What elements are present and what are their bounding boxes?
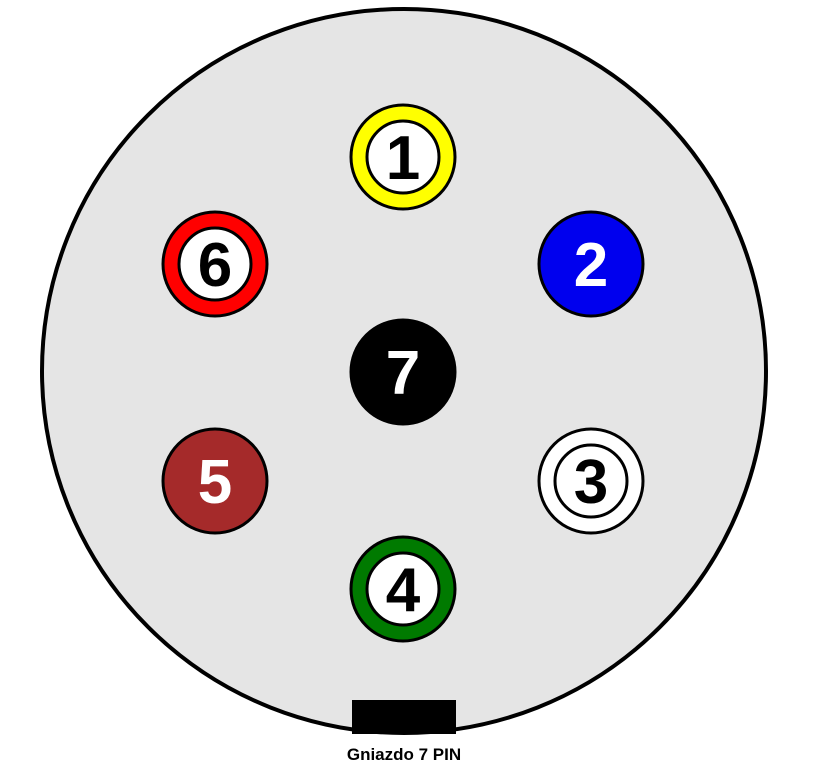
pin-3-label: 3 xyxy=(574,448,608,517)
pin-3-inner-contact xyxy=(553,443,629,519)
pin-1: 1 xyxy=(349,103,457,211)
pin-4-label: 4 xyxy=(386,556,421,625)
pin-7-label: 7 xyxy=(386,339,420,408)
pin-2: 2 xyxy=(537,210,645,318)
pin-5-label: 5 xyxy=(198,448,232,517)
pin-2-label: 2 xyxy=(574,231,608,300)
pin-1-inner-contact xyxy=(365,119,441,195)
pin-4: 4 xyxy=(349,535,457,643)
pin-5: 5 xyxy=(161,427,269,535)
pin-6-inner-contact xyxy=(177,226,253,302)
pin-6-label: 6 xyxy=(198,231,232,300)
pin-7-outer-ring xyxy=(349,318,457,426)
connector-caption: Gniazdo 7 PIN xyxy=(347,745,461,764)
pin-3: 3 xyxy=(537,427,645,535)
pin-2-outer-ring xyxy=(537,210,645,318)
pin-5-outer-ring xyxy=(161,427,269,535)
pin-7: 7 xyxy=(349,318,457,426)
pin-4-inner-contact xyxy=(365,551,441,627)
connector-key-notch xyxy=(352,700,456,734)
pin-group: 1 2 3 4 5 6 7 xyxy=(161,103,645,643)
pin-6: 6 xyxy=(161,210,269,318)
pin-1-label: 1 xyxy=(386,124,420,193)
